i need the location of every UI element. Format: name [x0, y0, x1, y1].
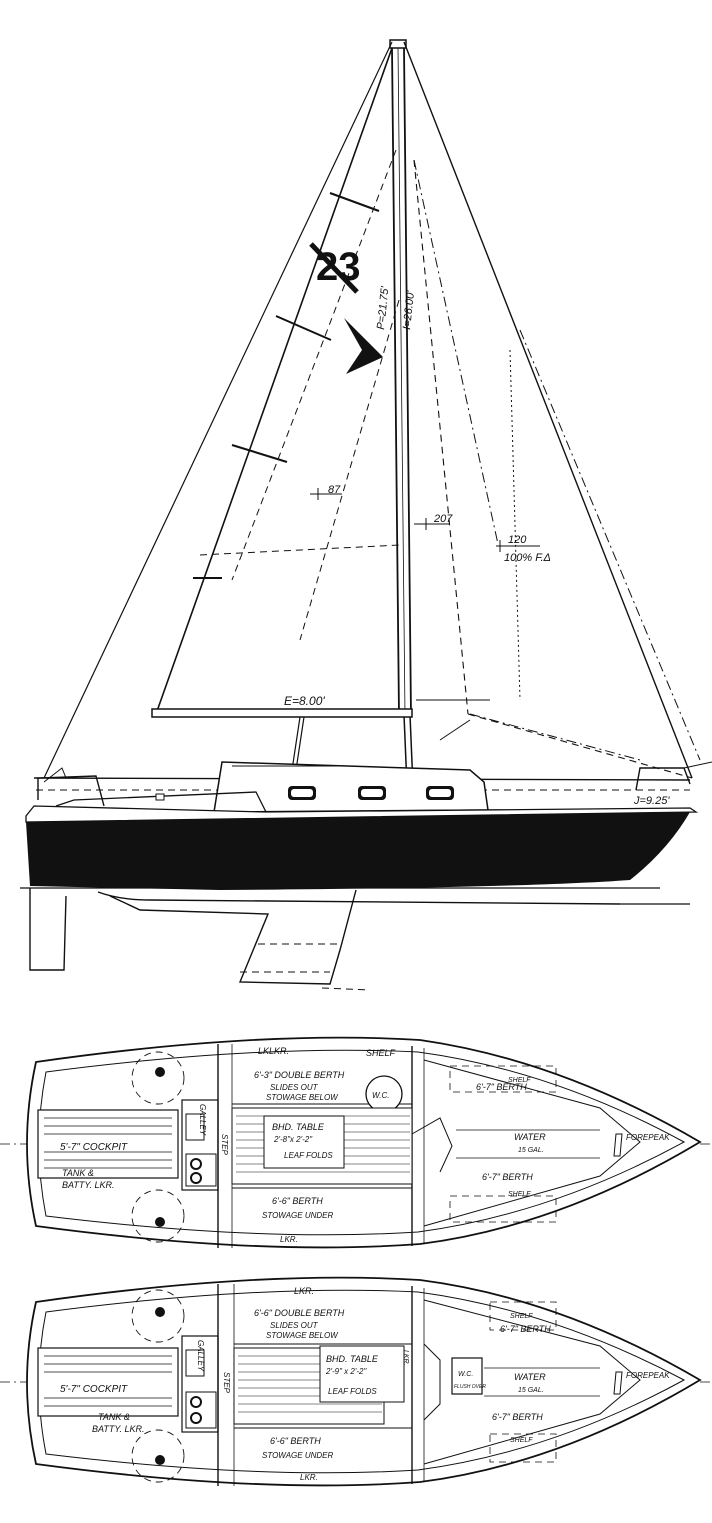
- plan-a-tank: TANK &: [62, 1168, 94, 1178]
- plan-a-water: WATER: [514, 1132, 546, 1142]
- plan-a-slides-out: SLIDES OUT: [270, 1083, 319, 1092]
- mast-p-label: P=21.75': [375, 285, 392, 330]
- plan-a-vberth-bottom-shelf: SHELF: [508, 1191, 531, 1198]
- plan-a-table-size: 2'-8"x 2'-2": [273, 1135, 313, 1144]
- plan-a-forepeak: FOREPEAK: [626, 1133, 670, 1142]
- plan-a-vberth-bottom: 6'-7" BERTH: [482, 1172, 533, 1182]
- class-insignia: [344, 318, 383, 374]
- plan-a-berth-aft: 6'-6" BERTH: [272, 1196, 323, 1206]
- plan-a-locker-fwd: LKLKR.: [258, 1046, 289, 1056]
- plan-b-slides-out: SLIDES OUT: [270, 1321, 319, 1330]
- dim-207: 207: [414, 513, 453, 530]
- headsails: [413, 159, 701, 779]
- foretriangle-j-label: J=9.25': [633, 795, 670, 807]
- mast-i-label: I=26.00': [401, 289, 417, 330]
- plan-a-locker-aft: LKR.: [280, 1235, 298, 1244]
- boom: E=8.00': [151, 694, 413, 771]
- plan-b-batty: BATTY. LKR.: [92, 1424, 145, 1434]
- dim-87-text: 87: [328, 484, 341, 496]
- plan-b-double-berth: 6'-6" DOUBLE BERTH: [254, 1308, 345, 1318]
- sail-plan: 23 P=21.75' I=26.00' 87 207 120 100% F.Δ: [20, 39, 712, 991]
- sail-number-text: 23: [316, 245, 361, 289]
- plan-b-water: WATER: [514, 1372, 546, 1382]
- plan-b-vberth-bottom: 6'-7" BERTH: [492, 1412, 543, 1422]
- plan-b-vberth-bottom-shelf: SHELF: [510, 1437, 533, 1444]
- plan-b-locker-aft: LKR.: [300, 1473, 318, 1482]
- plan-a-bhd-table: BHD. TABLE: [272, 1122, 325, 1132]
- plan-b-water-gal: 15 GAL.: [518, 1387, 544, 1394]
- plan-a-leaf-folds: LEAF FOLDS: [284, 1151, 333, 1160]
- plan-b-vberth-top-shelf: SHELF: [510, 1313, 533, 1320]
- forestay: [403, 41, 693, 779]
- hull-topsides: J=9.25': [25, 761, 712, 823]
- plan-a-stowage-under: STOWAGE UNDER: [262, 1211, 333, 1220]
- dim-207-text: 207: [433, 513, 453, 525]
- plan-b-stowage-under: STOWAGE UNDER: [262, 1451, 333, 1460]
- backstay: [43, 41, 393, 779]
- plan-b-locker-fwd: LKR.: [294, 1286, 314, 1296]
- plan-a-step: STEP: [220, 1134, 229, 1156]
- plan-b-galley: GALLEY: [196, 1340, 205, 1372]
- underbody: [29, 888, 621, 991]
- plan-a-shelf: SHELF: [366, 1048, 396, 1058]
- plan-a-vberth-top-shelf: SHELF: [508, 1077, 531, 1084]
- plan-a-stowage-below: STOWAGE BELOW: [266, 1093, 339, 1102]
- plan-b-berth-aft: 6'-6" BERTH: [270, 1436, 321, 1446]
- plan-a-batty: BATTY. LKR.: [62, 1180, 115, 1190]
- plan-b-vberth-top: 6'-7" BERTH: [500, 1324, 551, 1334]
- plan-a-double-berth: 6'-3" DOUBLE BERTH: [254, 1070, 345, 1080]
- plan-b: 5'-7" COCKPIT TANK & BATTY. LKR. GALLEY …: [0, 1276, 712, 1487]
- plan-b-lkr: LKR.: [402, 1350, 409, 1366]
- dim-87: 87: [310, 484, 342, 500]
- dim-120: 120 100% F.Δ: [496, 534, 551, 564]
- plan-b-forepeak: FOREPEAK: [626, 1371, 670, 1380]
- plan-b-wc: W.C.: [458, 1371, 473, 1378]
- plan-b-step: STEP: [222, 1372, 231, 1394]
- plan-b-leaf-folds: LEAF FOLDS: [328, 1387, 377, 1396]
- plan-b-wc-note: FLUSH OVER: [454, 1384, 486, 1390]
- plan-b-stowage-below: STOWAGE BELOW: [266, 1331, 339, 1340]
- sail-number: 23: [309, 242, 361, 294]
- plan-a-wc: W.C.: [372, 1091, 389, 1100]
- plan-a-galley: GALLEY: [198, 1104, 207, 1136]
- boom-e-label: E=8.00': [284, 694, 325, 708]
- plan-a-cockpit: 5'-7" COCKPIT: [60, 1142, 128, 1153]
- plan-b-tank: TANK &: [98, 1412, 130, 1422]
- plan-b-bhd-table: BHD. TABLE: [326, 1354, 379, 1364]
- plan-b-table-size: 2'-9" x 2'-2": [325, 1367, 367, 1376]
- plan-a: 5'-7" COCKPIT TANK & BATTY. LKR. GALLEY …: [0, 1036, 712, 1249]
- dim-120-text: 120: [508, 534, 527, 546]
- plan-a-water-gal: 15 GAL.: [518, 1147, 544, 1154]
- foretriangle-pct-text: 100% F.Δ: [504, 552, 551, 564]
- hull-body: [26, 812, 690, 890]
- plan-a-vberth-top: 6'-7" BERTH: [476, 1082, 527, 1092]
- mainsail: 23: [155, 47, 401, 715]
- plan-b-cockpit: 5'-7" COCKPIT: [60, 1384, 128, 1395]
